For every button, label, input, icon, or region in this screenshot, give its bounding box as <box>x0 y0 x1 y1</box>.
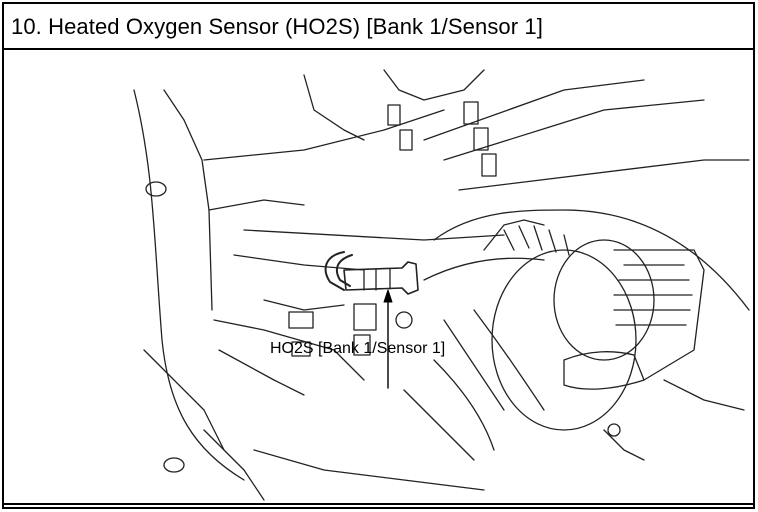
title-cell: 10. Heated Oxygen Sensor (HO2S) [Bank 1/… <box>4 4 753 50</box>
bottom-rule <box>4 503 753 505</box>
section-title: 10. Heated Oxygen Sensor (HO2S) [Bank 1/… <box>11 14 543 39</box>
sensor-callout-label: HO2S [Bank 1/Sensor 1] <box>270 340 446 357</box>
engine-line-drawing <box>133 69 750 501</box>
engine-illustration <box>4 50 753 507</box>
